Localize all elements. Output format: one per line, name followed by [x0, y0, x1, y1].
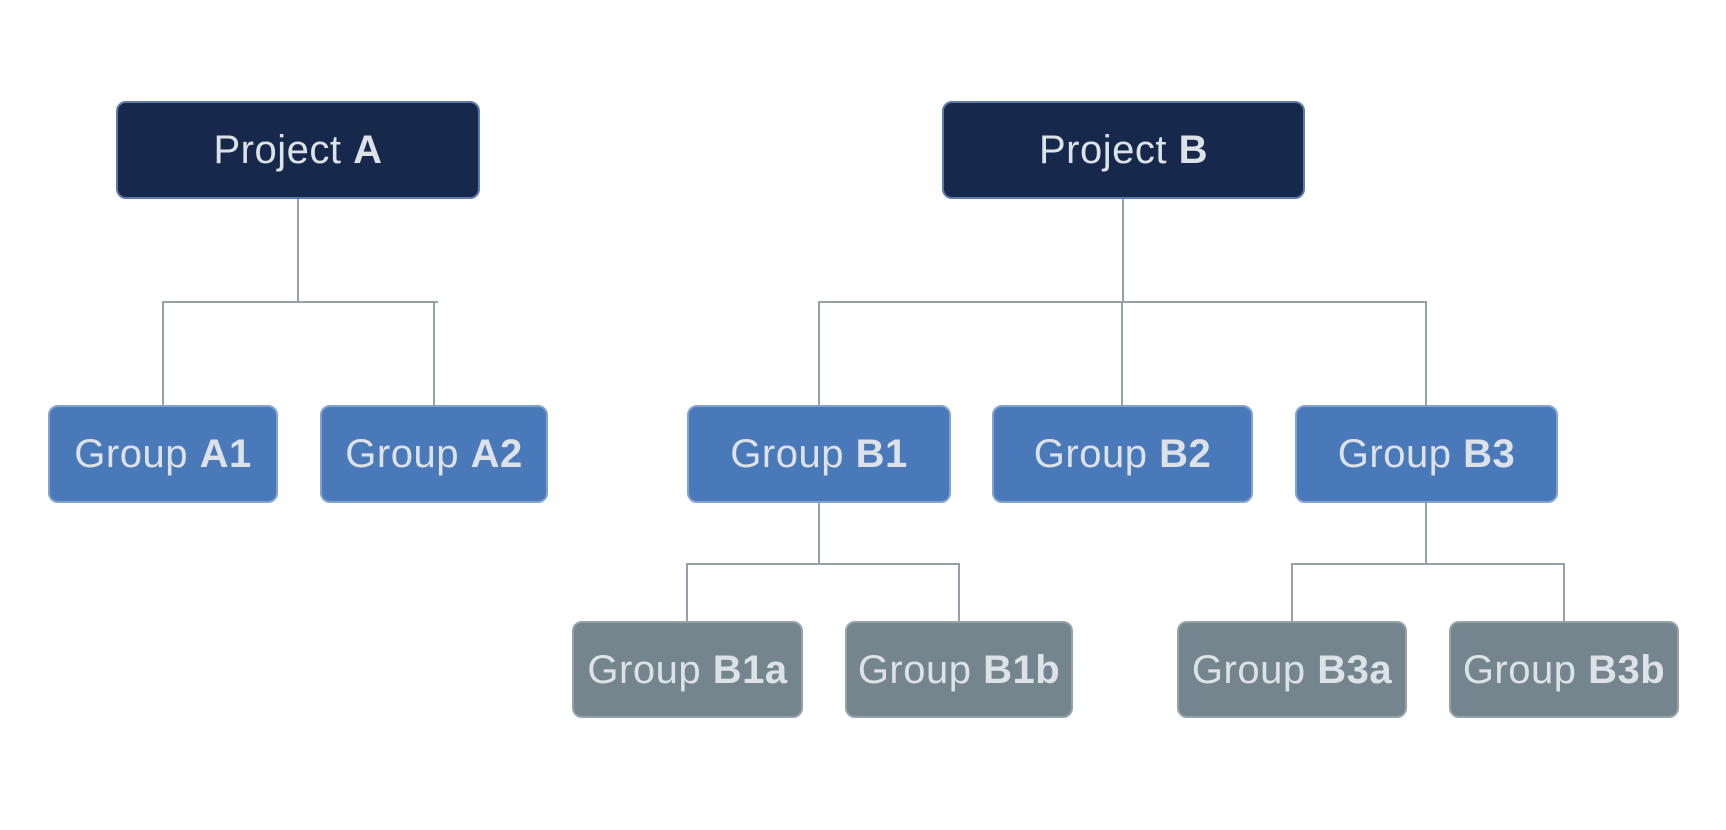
node-label-prefix: Group: [1191, 647, 1318, 692]
node-group-a1: Group A1: [48, 405, 278, 503]
node-group-b2-label: Group B2: [1034, 434, 1211, 474]
node-label-prefix: Project: [1039, 128, 1179, 172]
connector-drop-group-b3: [1425, 301, 1427, 405]
node-group-b3a-label: Group B3a: [1192, 650, 1392, 690]
node-label-id: A1: [199, 432, 252, 476]
connector-drop-group-a1: [162, 301, 164, 405]
connector-drop-group-b1: [818, 301, 820, 405]
node-group-b1a: Group B1a: [572, 621, 803, 718]
node-label-prefix: Group: [857, 647, 984, 692]
node-label-prefix: Project: [213, 128, 354, 172]
node-group-b1b-label: Group B1b: [858, 650, 1060, 690]
node-group-a1-label: Group A1: [74, 434, 251, 474]
node-label-id: B2: [1159, 432, 1212, 476]
connector-drop-group-a2: [433, 301, 435, 405]
connector-drop-group-b3a: [1291, 563, 1293, 621]
node-group-b3-label: Group B3: [1338, 434, 1515, 474]
node-group-b1-label: Group B1: [730, 434, 907, 474]
node-label-id: B1b: [983, 647, 1061, 692]
connector-project-b-stub: [1122, 199, 1124, 303]
node-project-a-label: Project A: [214, 130, 383, 170]
node-label-prefix: Group: [587, 647, 713, 692]
node-label-id: B3b: [1588, 647, 1666, 692]
node-label-prefix: Group: [345, 432, 471, 476]
node-project-b-label: Project B: [1039, 130, 1208, 170]
node-group-a2-label: Group A2: [345, 434, 522, 474]
node-label-prefix: Group: [1033, 432, 1160, 476]
connector-group-b1-stub: [818, 503, 820, 565]
node-group-b1b: Group B1b: [845, 621, 1073, 718]
node-label-id: B1: [855, 432, 908, 476]
connector-group-b3-stub: [1425, 503, 1427, 565]
node-group-b3b: Group B3b: [1449, 621, 1679, 718]
node-label-id: B3a: [1317, 647, 1393, 692]
node-label-prefix: Group: [1337, 432, 1464, 476]
connector-group-b3-bar: [1291, 563, 1565, 565]
connector-drop-group-b1b: [958, 563, 960, 621]
node-group-b3a: Group B3a: [1177, 621, 1407, 718]
node-group-b2: Group B2: [992, 405, 1253, 503]
connector-drop-group-b1a: [686, 563, 688, 621]
node-label-id: B3: [1463, 432, 1516, 476]
connector-drop-group-b2: [1121, 301, 1123, 405]
connector-group-b1-bar: [686, 563, 960, 565]
node-label-prefix: Group: [1462, 647, 1589, 692]
node-label-id: A: [353, 128, 383, 172]
connector-project-a-bar: [162, 301, 438, 303]
node-group-b1a-label: Group B1a: [587, 650, 787, 690]
node-label-id: B: [1178, 128, 1208, 172]
node-group-b3b-label: Group B3b: [1463, 650, 1665, 690]
node-group-b1: Group B1: [687, 405, 951, 503]
connector-project-a-stub: [297, 199, 299, 303]
node-group-a2: Group A2: [320, 405, 548, 503]
node-label-id: B1a: [712, 647, 788, 692]
node-project-b: Project B: [942, 101, 1305, 199]
node-group-b3: Group B3: [1295, 405, 1558, 503]
node-label-id: A2: [470, 432, 523, 476]
connector-drop-group-b3b: [1563, 563, 1565, 621]
node-label-prefix: Group: [730, 432, 856, 476]
node-project-a: Project A: [116, 101, 480, 199]
node-label-prefix: Group: [74, 432, 200, 476]
